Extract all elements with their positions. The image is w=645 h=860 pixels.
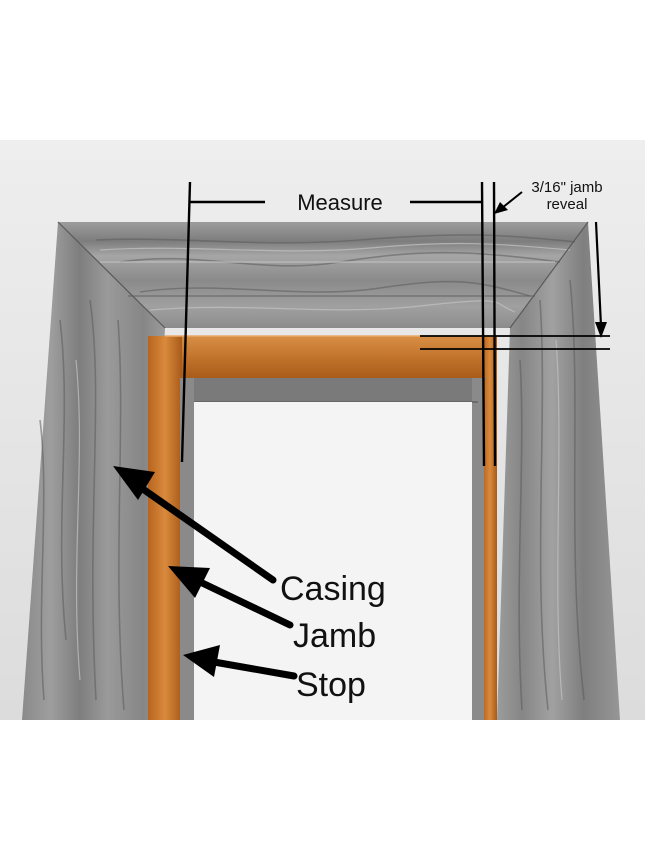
measure-label: Measure — [297, 190, 383, 215]
measure-annotation — [180, 181, 497, 467]
reveal-offset-lines — [420, 335, 610, 350]
jamb-right — [483, 336, 497, 720]
jamb — [148, 335, 497, 720]
stop-right — [472, 378, 484, 720]
bottom-margin — [0, 720, 645, 860]
reveal-label-line1: 3/16" jamb — [531, 179, 602, 196]
measure-right-line — [480, 181, 486, 467]
stop-head — [180, 378, 486, 402]
jamb-head — [165, 336, 497, 378]
reveal-vertical-arrow — [594, 221, 607, 338]
measure-left-line — [180, 181, 192, 463]
stop-arrow — [183, 645, 298, 680]
casing-label: Casing — [280, 570, 386, 608]
stop-label: Stop — [296, 666, 366, 704]
reveal-line — [492, 181, 497, 467]
casing — [22, 221, 620, 720]
stop-left — [180, 378, 194, 720]
casing-arrow — [113, 466, 277, 584]
reveal-pointer-arrow — [494, 191, 523, 214]
jamb-arrow — [168, 566, 294, 629]
reveal-label-line2: reveal — [547, 196, 588, 213]
jamb-label: Jamb — [293, 617, 376, 655]
jamb-left — [148, 336, 182, 720]
casing-left-leg — [22, 222, 165, 720]
